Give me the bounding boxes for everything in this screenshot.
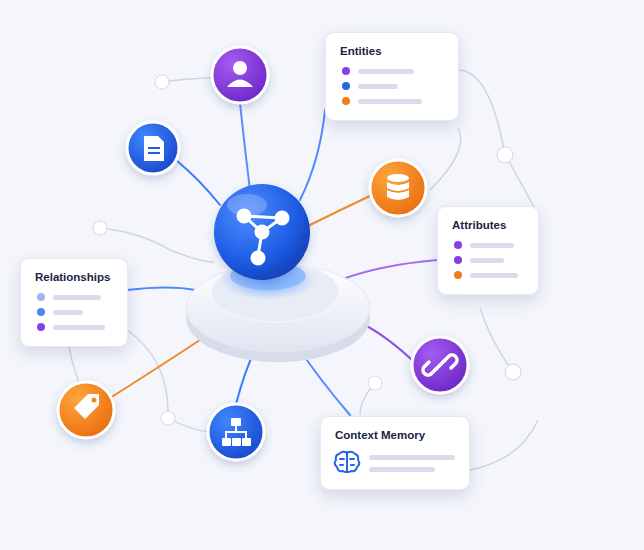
bullet-dot [37,293,45,301]
bullet-dot [454,271,462,279]
card-title: Entities [340,45,382,57]
placeholder-bar [358,69,414,74]
hub-wires [110,103,437,415]
placeholder-bar [369,455,455,460]
link-icon [412,337,468,393]
card-title: Relationships [35,271,110,283]
info-card: Context Memory [320,416,470,490]
info-card: Relationships [20,258,128,347]
hierarchy-icon [208,404,264,460]
bullet-dot [37,323,45,331]
placeholder-bar [470,243,514,248]
tag-icon [58,382,114,438]
brain-icon [333,449,361,479]
placeholder-bar [470,273,518,278]
bullet-dot [342,82,350,90]
grey-wires [65,70,538,470]
bullet-dot [454,256,462,264]
hub-sphere [214,184,310,280]
card-title: Attributes [452,219,506,231]
bullet-dot [342,97,350,105]
placeholder-bar [369,467,435,472]
info-card: Attributes [437,206,539,295]
person-icon [212,47,268,103]
bullet-dot [37,308,45,316]
placeholder-bar [53,310,83,315]
placeholder-bar [53,325,105,330]
placeholder-bar [53,295,101,300]
bullet-dot [342,67,350,75]
placeholder-bar [358,99,422,104]
info-card: Entities [325,32,459,121]
bullet-dot [454,241,462,249]
placeholder-bar [358,84,398,89]
placeholder-bar [470,258,504,263]
database-icon [370,160,426,216]
document-icon [127,122,179,174]
card-title: Context Memory [335,429,425,441]
